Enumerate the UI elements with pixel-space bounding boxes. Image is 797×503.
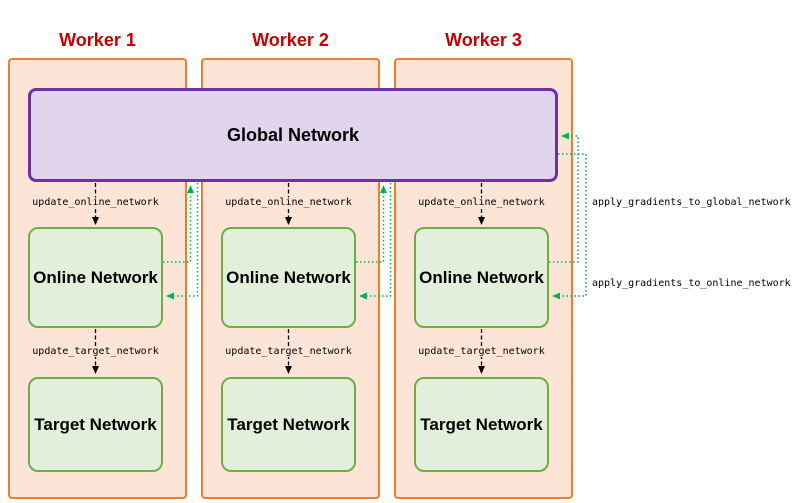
global-network-label: Global Network bbox=[226, 124, 360, 145]
worker-3-target-network-box: Target Network bbox=[414, 377, 549, 472]
worker-1-title: Worker 1 bbox=[59, 30, 136, 50]
worker-2-target-network-box: Target Network bbox=[221, 377, 356, 472]
worker-2-target-network-label: Target Network bbox=[227, 414, 350, 434]
worker-3-target-network-label: Target Network bbox=[420, 414, 543, 434]
worker-2-update-target-text: update_target_network bbox=[224, 346, 353, 357]
worker-2-column: Worker 2 update_online_network Online Ne… bbox=[201, 0, 380, 503]
worker-3-update-online-text: update_online_network bbox=[417, 197, 546, 208]
worker-2-update-target-label: update_target_network bbox=[221, 346, 356, 357]
apply-gradients-to-global-annotation: apply_gradients_to_global_network bbox=[592, 197, 791, 208]
worker-2-title: Worker 2 bbox=[252, 30, 329, 50]
worker-1-update-online-label: update_online_network bbox=[28, 197, 163, 208]
worker-1-column: Worker 1 update_online_network Online Ne… bbox=[8, 0, 187, 503]
worker-1-target-network-label: Target Network bbox=[34, 414, 157, 434]
worker-2-online-network-label: Online Network bbox=[226, 267, 351, 287]
apply-gradients-to-online-annotation: apply_gradients_to_online_network bbox=[592, 278, 791, 289]
worker-1-update-online-text: update_online_network bbox=[31, 197, 160, 208]
worker-3-title: Worker 3 bbox=[445, 30, 522, 50]
worker-3-online-network-label: Online Network bbox=[419, 267, 544, 287]
worker-2-update-online-label: update_online_network bbox=[221, 197, 356, 208]
worker-2-update-online-text: update_online_network bbox=[224, 197, 353, 208]
worker-2-online-network-box: Online Network bbox=[221, 227, 356, 328]
worker-1-update-target-label: update_target_network bbox=[28, 346, 163, 357]
worker-3-update-target-label: update_target_network bbox=[414, 346, 549, 357]
global-network-box: Global Network bbox=[28, 88, 558, 182]
worker-3-column: Worker 3 update_online_network Online Ne… bbox=[394, 0, 573, 503]
worker-1-update-target-text: update_target_network bbox=[31, 346, 160, 357]
worker-3-online-network-box: Online Network bbox=[414, 227, 549, 328]
worker-1-target-network-box: Target Network bbox=[28, 377, 163, 472]
worker-3-update-online-label: update_online_network bbox=[414, 197, 549, 208]
worker-3-update-target-text: update_target_network bbox=[417, 346, 546, 357]
worker-1-online-network-label: Online Network bbox=[33, 267, 158, 287]
worker-1-online-network-box: Online Network bbox=[28, 227, 163, 328]
